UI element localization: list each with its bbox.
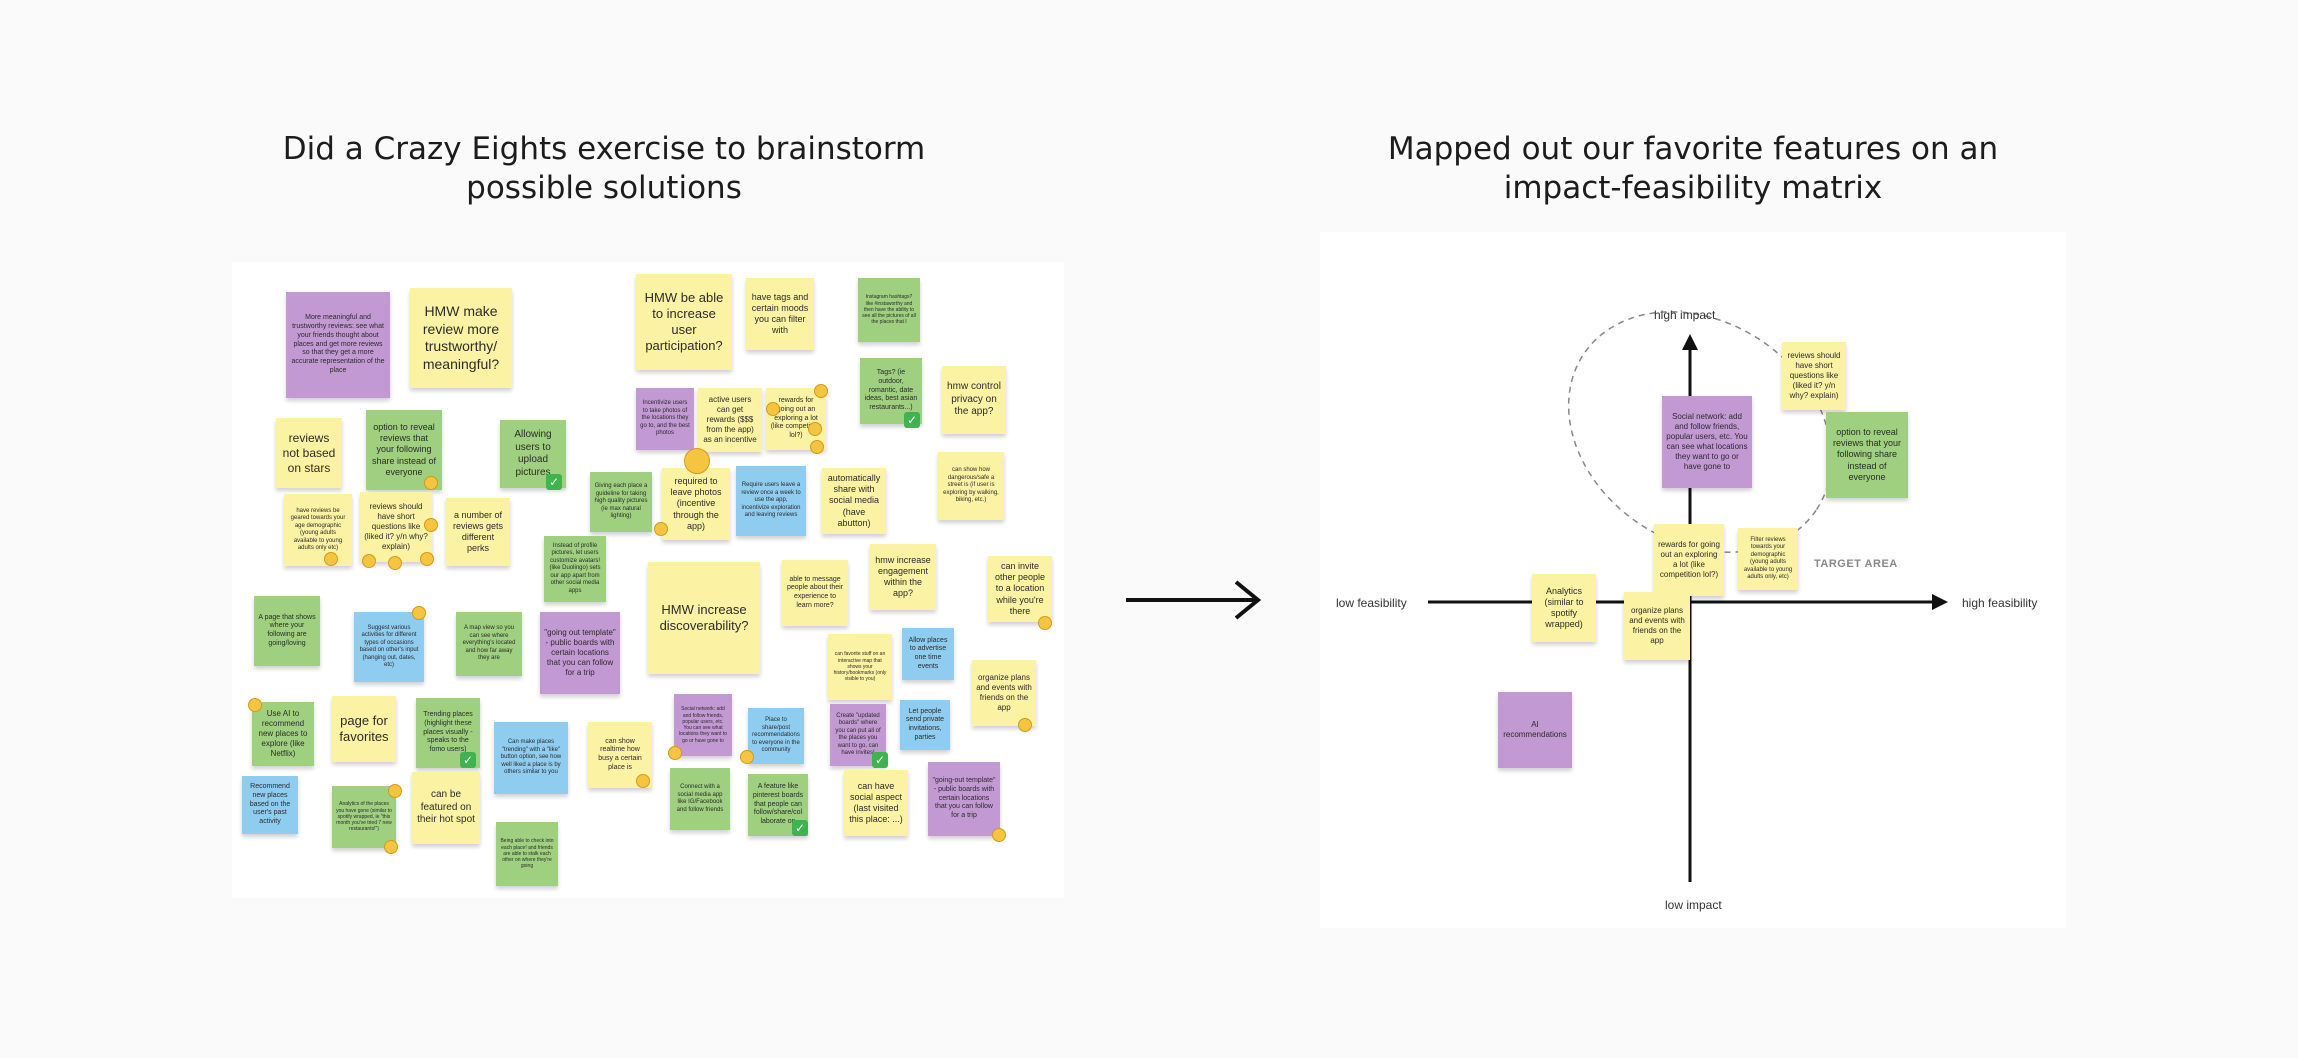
matrix-sticky-note[interactable]: rewards for going out an exploring a lot… [1654, 524, 1724, 596]
emoji-reaction-icon [362, 554, 376, 568]
left-section-title: Did a Crazy Eights exercise to brainstor… [282, 131, 926, 206]
sticky-note[interactable]: HMW increase discoverability? [648, 562, 760, 674]
matrix-sticky-note[interactable]: option to reveal reviews that your follo… [1826, 412, 1908, 498]
sticky-note[interactable]: Suggest various activities for different… [354, 612, 424, 682]
emoji-reaction-icon [412, 606, 426, 620]
sticky-note[interactable]: Allow places to advertise one time event… [902, 628, 954, 680]
checkmark-icon: ✓ [792, 820, 808, 836]
matrix-sticky-note[interactable]: organize plans and events with friends o… [1624, 592, 1690, 660]
sticky-note[interactable]: Require users leave a review once a week… [736, 466, 806, 536]
emoji-reaction-icon [766, 402, 780, 416]
sticky-note[interactable]: hmw increase engagement within the app? [870, 544, 936, 610]
emoji-reaction-icon [248, 698, 262, 712]
sticky-note[interactable]: organize plans and events with friends o… [972, 660, 1036, 726]
sticky-note[interactable]: automatically share with social media (h… [822, 468, 886, 534]
sticky-note[interactable]: Social network: add and follow friends, … [674, 694, 732, 756]
emoji-reaction-icon [814, 384, 828, 398]
sticky-note[interactable]: Being able to check into each place! and… [496, 822, 558, 886]
emoji-reaction-icon [740, 750, 754, 764]
matrix-sticky-note[interactable]: Social network: add and follow friends, … [1662, 396, 1752, 488]
emoji-reaction-icon [424, 476, 438, 490]
sticky-note[interactable]: can be featured on their hot spot [412, 772, 480, 844]
sticky-note[interactable]: Recommend new places based on the user's… [242, 776, 298, 834]
sticky-note[interactable]: have tags and certain moods you can filt… [746, 278, 814, 350]
matrix-sticky-note[interactable]: Filter reviews towards your demographic … [1738, 528, 1798, 590]
axis-label-low-feasibility: low feasibility [1336, 596, 1407, 610]
sticky-note[interactable]: Giving each place a guideline for taking… [590, 472, 652, 532]
sticky-note[interactable]: "going-out template" - public boards wit… [928, 762, 1000, 836]
matrix-sticky-note[interactable]: AI recommendations [1498, 692, 1572, 768]
emoji-reaction-icon [684, 448, 710, 474]
sticky-note[interactable]: Let people send private invitations, par… [900, 700, 950, 750]
sticky-note[interactable]: can show how dangerous/safe a street is … [938, 452, 1004, 520]
axis-label-high-feasibility: high feasibility [1962, 596, 2038, 610]
sticky-note[interactable]: "going out template" - public boards wit… [540, 612, 620, 694]
sticky-note[interactable]: option to reveal reviews that your follo… [366, 410, 442, 490]
sticky-note[interactable]: required to leave photos (incentive thro… [662, 468, 730, 540]
emoji-reaction-icon [808, 422, 822, 436]
sticky-note[interactable]: Can make places "trending" with a "like"… [494, 722, 568, 794]
sticky-note[interactable]: page for favorites [332, 696, 396, 762]
sticky-note[interactable]: can have social aspect (last visited thi… [844, 770, 908, 836]
sticky-note[interactable]: have reviews be geared towards your age … [284, 494, 352, 566]
checkmark-icon: ✓ [546, 474, 562, 490]
right-arrow-icon [1126, 580, 1262, 620]
emoji-reaction-icon [420, 552, 434, 566]
emoji-reaction-icon [654, 522, 668, 536]
sticky-note[interactable]: active users can get rewards ($$$ from t… [698, 388, 762, 452]
checkmark-icon: ✓ [460, 752, 476, 768]
matrix-sticky-note[interactable]: reviews should have short questions like… [1782, 342, 1846, 410]
emoji-reaction-icon [1038, 616, 1052, 630]
checkmark-icon: ✓ [904, 412, 920, 428]
target-area-label: TARGET AREA [1814, 558, 1898, 570]
sticky-note[interactable]: More meaningful and trustworthy reviews:… [286, 292, 390, 398]
emoji-reaction-icon [388, 784, 402, 798]
emoji-reaction-icon [324, 552, 338, 566]
axis-label-low-impact: low impact [1665, 898, 1722, 912]
sticky-note[interactable]: A map view so you can see where everythi… [456, 612, 522, 676]
sticky-note[interactable]: able to message people about their exper… [782, 560, 848, 626]
emoji-reaction-icon [388, 556, 402, 570]
sticky-note[interactable]: Incentivize users to take photos of the … [636, 388, 694, 450]
sticky-note[interactable]: hmw control privacy on the app? [942, 366, 1006, 434]
emoji-reaction-icon [992, 828, 1006, 842]
emoji-reaction-icon [424, 518, 438, 532]
right-section-title: Mapped out our favorite features on an i… [1387, 131, 1999, 206]
sticky-note[interactable]: Analytics of the places you have gone (s… [332, 786, 396, 848]
sticky-note[interactable]: Place to share/post recommendations to e… [748, 708, 804, 764]
matrix-sticky-note[interactable]: Analytics (similar to spotify wrapped) [1532, 574, 1596, 642]
sticky-note[interactable]: can show realtime how busy a certain pla… [588, 722, 652, 788]
sticky-note[interactable]: Connect with a social media app like IG/… [670, 768, 730, 830]
sticky-note[interactable]: Instead of profile pictures, let users c… [544, 536, 606, 602]
emoji-reaction-icon [810, 440, 824, 454]
sticky-note[interactable]: reviews not based on stars [276, 418, 342, 488]
sticky-note[interactable]: can favorite stuff on an interactive map… [828, 634, 892, 700]
sticky-note[interactable]: A page that shows where your following a… [254, 596, 320, 666]
sticky-note[interactable]: Use AI to recommend new places to explor… [252, 702, 314, 766]
emoji-reaction-icon [1018, 718, 1032, 732]
sticky-note[interactable]: can invite other people to a location wh… [988, 556, 1052, 622]
emoji-reaction-icon [636, 774, 650, 788]
sticky-note[interactable]: reviews should have short questions like… [360, 492, 432, 562]
checkmark-icon: ✓ [872, 752, 888, 768]
sticky-note[interactable]: Instagram hashtags? like #instaworthy an… [858, 278, 920, 342]
axis-label-high-impact: high impact [1654, 308, 1716, 322]
sticky-note[interactable]: rewards for going out an exploring a lot… [766, 388, 826, 450]
emoji-reaction-icon [668, 746, 682, 760]
brainstorm-board: More meaningful and trustworthy reviews:… [232, 262, 1064, 898]
sticky-note[interactable]: HMW be able to increase user participati… [636, 274, 732, 370]
emoji-reaction-icon [384, 840, 398, 854]
sticky-note[interactable]: A feature like pinterest boards that peo… [748, 774, 808, 836]
impact-feasibility-matrix: high impact low impact low feasibility h… [1320, 232, 2066, 928]
sticky-note[interactable]: a number of reviews gets different perks [446, 498, 510, 566]
sticky-note[interactable]: HMW make review more trustworthy/ meanin… [410, 288, 512, 388]
sticky-note[interactable]: Allowing users to upload pictures [500, 420, 566, 488]
